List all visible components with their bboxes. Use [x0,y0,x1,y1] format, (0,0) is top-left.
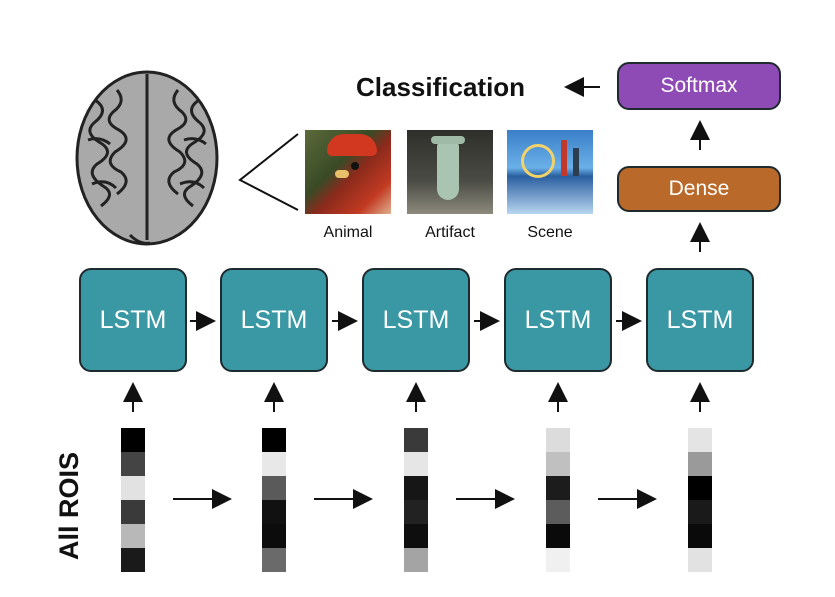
roi-cell [121,524,145,548]
roi-column-3 [404,428,428,572]
roi-cell [688,452,712,476]
roi-cell [121,452,145,476]
artifact-image [407,130,493,214]
roi-cell [404,548,428,572]
roi-cell [262,500,286,524]
roi-cell [262,524,286,548]
roi-cell [262,428,286,452]
wedge-lines [238,133,299,211]
roi-cell [404,452,428,476]
classification-title: Classification [356,72,526,102]
label-scene: Scene [527,224,573,241]
brain-icon [75,70,219,246]
roi-cell [546,452,570,476]
roi-cell [546,428,570,452]
roi-cell [262,548,286,572]
roi-column-4 [546,428,570,572]
roi-cell [121,548,145,572]
roi-column-1 [121,428,145,572]
roi-cell [121,500,145,524]
softmax-box: Softmax [617,62,781,110]
lstm-cell-5: LSTM [646,268,754,372]
roi-cell [688,548,712,572]
scene-image [507,130,593,214]
roi-cell [688,428,712,452]
all-rois-label: All ROIS [54,451,84,560]
roi-cell [121,428,145,452]
roi-cell [546,524,570,548]
animal-image [305,130,391,214]
roi-cell [404,500,428,524]
roi-column-5 [688,428,712,572]
label-artifact: Artifact [425,224,475,241]
roi-cell [688,476,712,500]
roi-cell [546,548,570,572]
roi-cell [546,500,570,524]
roi-cell [404,428,428,452]
roi-cell [121,476,145,500]
roi-cell [404,524,428,548]
roi-cell [688,524,712,548]
dense-box: Dense [617,166,781,212]
roi-cell [262,452,286,476]
roi-cell [404,476,428,500]
roi-cell [546,476,570,500]
roi-column-2 [262,428,286,572]
label-animal: Animal [323,224,373,241]
lstm-cell-2: LSTM [220,268,328,372]
lstm-cell-3: LSTM [362,268,470,372]
lstm-cell-1: LSTM [79,268,187,372]
lstm-cell-4: LSTM [504,268,612,372]
roi-cell [688,500,712,524]
roi-cell [262,476,286,500]
